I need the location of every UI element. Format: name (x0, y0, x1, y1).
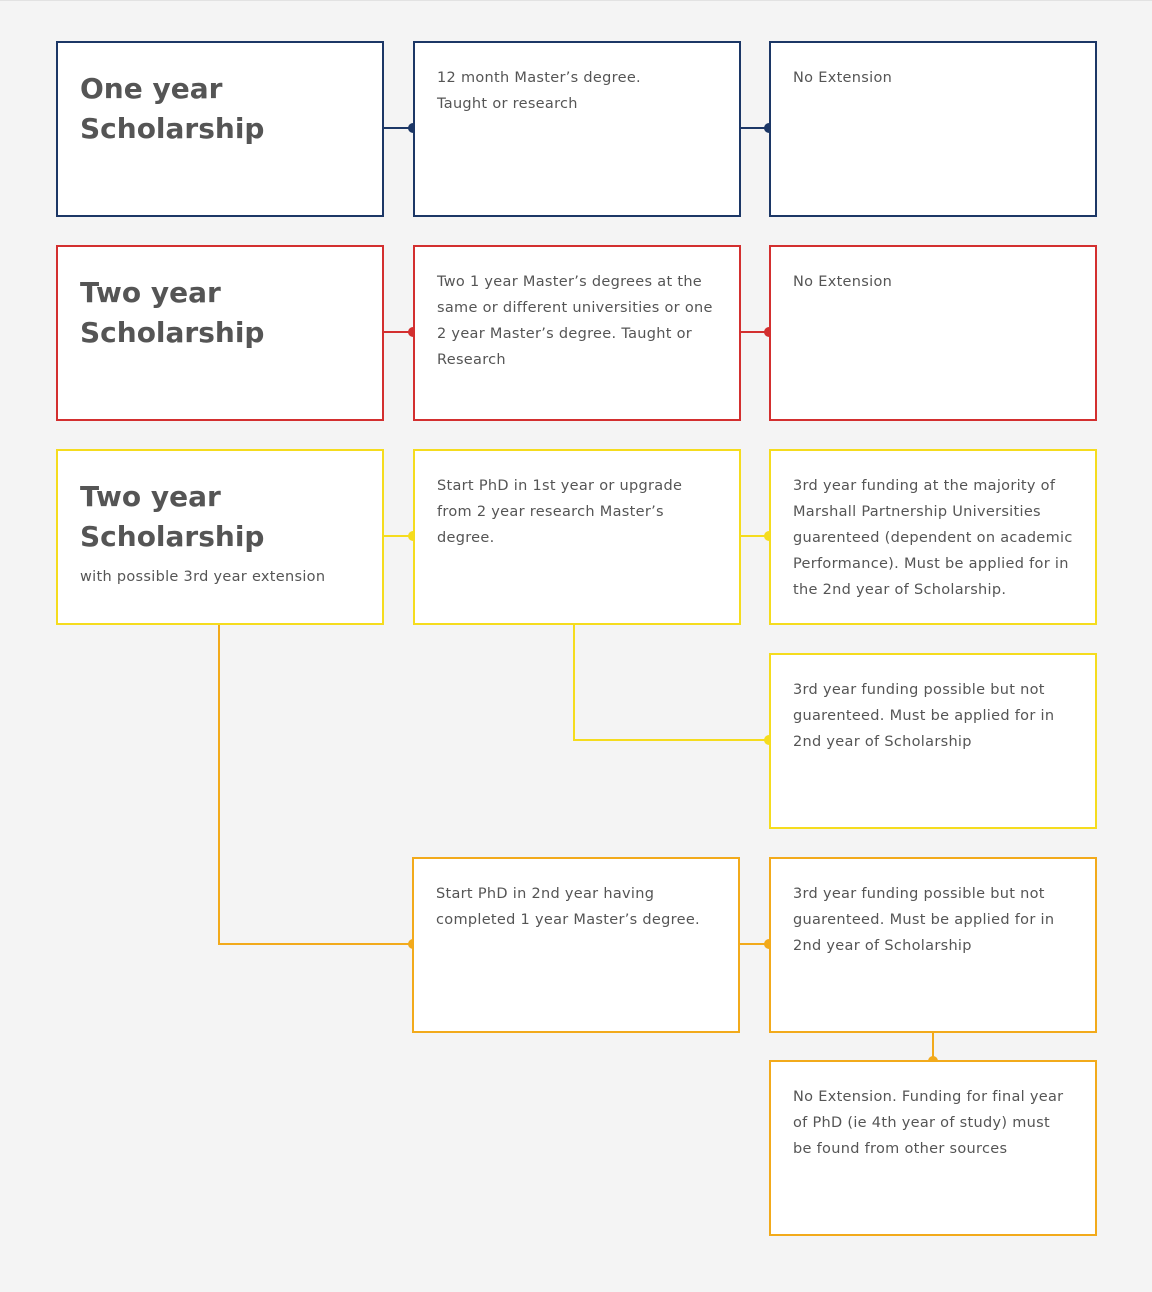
funding-possible-box: 3rd year funding possible but not guaren… (769, 653, 1097, 829)
scholarship-title: Two year Scholarship (80, 480, 265, 553)
funding-description: 3rd year funding possible but not guaren… (793, 682, 1055, 750)
scholarship-title: Two year Scholarship (80, 276, 265, 349)
phd-description: Start PhD in 1st year or upgrade from 2 … (437, 478, 683, 546)
two-year-extension-scholarship-box: Two year Scholarship with possible 3rd y… (56, 449, 384, 625)
extension-description: No Extension (793, 70, 893, 86)
phd-description: Start PhD in 2nd year having completed 1… (436, 886, 700, 928)
top-divider (0, 0, 1152, 1)
scholarship-subtitle: with possible 3rd year extension (80, 569, 326, 585)
one-year-extension-box: No Extension (769, 41, 1097, 217)
no-extension-final-box: No Extension. Funding for final year of … (769, 1060, 1097, 1236)
final-funding-description: No Extension. Funding for final year of … (793, 1089, 1064, 1157)
extension-description: No Extension (793, 274, 893, 290)
degree-description: Two 1 year Master’s degrees at the same … (437, 274, 713, 368)
phd-second-year-box: Start PhD in 2nd year having completed 1… (412, 857, 740, 1033)
connector-extension-to-phd-second-year (218, 624, 413, 945)
scholarship-title: One year Scholarship (80, 72, 265, 145)
connector-phd-to-funding-possible (573, 624, 769, 741)
degree-description: 12 month Master’s degree. Taught or rese… (437, 70, 641, 112)
one-year-scholarship-box: One year Scholarship (56, 41, 384, 217)
two-year-scholarship-box: Two year Scholarship (56, 245, 384, 421)
funding-possible-box-orange: 3rd year funding possible but not guaren… (769, 857, 1097, 1033)
phd-first-year-box: Start PhD in 1st year or upgrade from 2 … (413, 449, 741, 625)
two-year-degree-box: Two 1 year Master’s degrees at the same … (413, 245, 741, 421)
funding-description: 3rd year funding at the majority of Mars… (793, 478, 1073, 598)
funding-description: 3rd year funding possible but not guaren… (793, 886, 1055, 954)
two-year-extension-box: No Extension (769, 245, 1097, 421)
funding-guaranteed-box: 3rd year funding at the majority of Mars… (769, 449, 1097, 625)
one-year-degree-box: 12 month Master’s degree. Taught or rese… (413, 41, 741, 217)
